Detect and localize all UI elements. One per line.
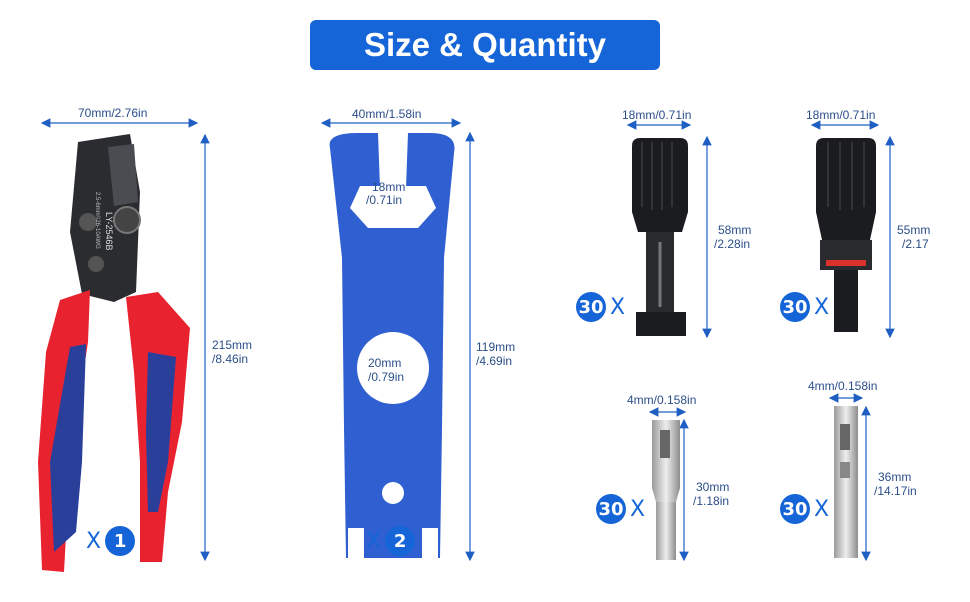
- crimper-qty-badge: 1: [105, 526, 136, 556]
- pin-1-qty-badge: 30: [596, 494, 626, 524]
- crimp-pin-1-image: [652, 420, 680, 560]
- wrench-width-label: 40mm/1.58in: [352, 107, 422, 121]
- male-connector-height-label-1: 58mm: [718, 223, 752, 237]
- female-connector-height-label-1: 55mm: [897, 223, 931, 237]
- pin-2-qty-badge: 30: [780, 494, 810, 524]
- male-connector-qty-badge: 30: [576, 292, 606, 322]
- male-connector-qty-suffix: X: [610, 294, 626, 320]
- crimping-tool-image: LY-2546B 2.5-6mm²/26-10AWG: [38, 134, 190, 572]
- wrench-jaw-label-1: 18mm: [372, 180, 406, 194]
- wrench-jaw-label-2: /0.71in: [366, 193, 403, 207]
- crimper-spec-text: 2.5-6mm²/26-10AWG: [94, 192, 100, 249]
- female-connector-qty-badge: 30: [780, 292, 810, 322]
- male-connector-height-label-2: /2.28in: [714, 237, 751, 251]
- female-connector-quantity: 30 X: [780, 292, 829, 322]
- female-connector-qty-suffix: X: [814, 294, 830, 320]
- female-connector-width-label: 18mm/0.71in: [806, 108, 876, 122]
- pin-1-height-label-2: /1.18in: [693, 494, 730, 508]
- crimper-height-label-2: /8.46in: [212, 352, 249, 366]
- female-connector-image: [816, 138, 876, 332]
- female-connector-height-label-2: /2.17: [902, 237, 929, 251]
- wrench-quantity: X 2: [366, 526, 416, 556]
- spanner-wrench-image: [329, 133, 455, 558]
- male-connector-quantity: 30 X: [576, 292, 625, 322]
- pin-1-qty-suffix: X: [630, 496, 646, 522]
- wrench-qty-badge: 2: [385, 526, 416, 556]
- wrench-hole-label-1: 20mm: [368, 356, 402, 370]
- crimper-model-text: LY-2546B: [104, 212, 114, 251]
- male-connector-image: [632, 138, 688, 336]
- wrench-height-label-2: /4.69in: [476, 354, 513, 368]
- wrench-height-label-1: 119mm: [476, 340, 516, 354]
- crimper-qty-prefix: X: [86, 528, 102, 554]
- crimper-height-label-1: 215mm: [212, 338, 253, 352]
- pin-1-quantity: 30 X: [596, 494, 645, 524]
- pin-2-height-label-2: /14.17in: [874, 484, 917, 498]
- pin-2-qty-suffix: X: [814, 496, 830, 522]
- pin-2-height-label-1: 36mm: [878, 470, 912, 484]
- pin-2-quantity: 30 X: [780, 494, 829, 524]
- wrench-qty-prefix: X: [366, 528, 382, 554]
- crimper-width-label: 70mm/2.76in: [78, 106, 148, 120]
- pin-1-width-label: 4mm/0.158in: [627, 393, 697, 407]
- male-connector-width-label: 18mm/0.71in: [622, 108, 692, 122]
- pin-2-width-label: 4mm/0.158in: [808, 379, 878, 393]
- wrench-hole-label-2: /0.79in: [368, 370, 405, 384]
- crimp-pin-2-image: [834, 406, 858, 558]
- title-banner: Size & Quantity: [310, 20, 660, 70]
- pin-1-height-label-1: 30mm: [696, 480, 730, 494]
- crimper-quantity: X 1: [86, 526, 136, 556]
